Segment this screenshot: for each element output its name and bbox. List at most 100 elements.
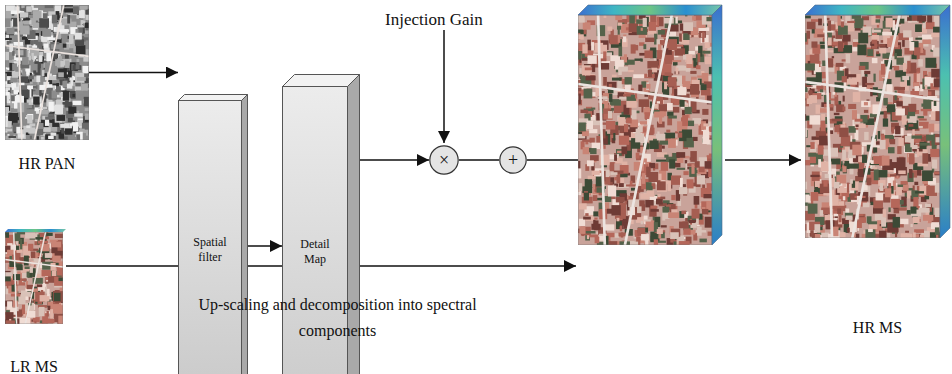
- image-ground: [805, 15, 940, 238]
- image-texel: [608, 186, 616, 197]
- image-texel: [677, 45, 683, 47]
- image-texel: [592, 143, 601, 149]
- image-texel: [611, 205, 620, 215]
- image-texel: [55, 105, 63, 115]
- image-texel: [696, 65, 700, 69]
- image-texel: [33, 97, 39, 105]
- image-texel: [579, 226, 585, 233]
- image-texel: [68, 107, 76, 114]
- image-texel: [582, 44, 587, 53]
- image-texel: [635, 133, 644, 142]
- image-texel: [668, 212, 679, 218]
- image-texel: [694, 196, 700, 205]
- image-texel: [671, 195, 675, 200]
- image-texel: [623, 36, 626, 42]
- image-texel: [702, 184, 705, 188]
- satellite-images: [2, 2, 950, 329]
- image-texel: [702, 109, 708, 115]
- image-texel: [621, 146, 627, 154]
- image-texel: [583, 22, 591, 29]
- image-texel: [29, 123, 35, 126]
- image-texel: [584, 89, 593, 99]
- image-texel: [643, 44, 646, 49]
- image-texel: [85, 108, 89, 111]
- image-texel: [5, 129, 12, 132]
- image-texel: [23, 21, 31, 25]
- image-texel: [873, 74, 875, 82]
- street-line: [5, 260, 63, 267]
- image-texel: [639, 125, 643, 132]
- image-texel: [29, 20, 31, 24]
- image-texel: [595, 237, 600, 244]
- street-line: [25, 232, 45, 324]
- image-texel: [646, 84, 650, 89]
- image-texel: [33, 82, 38, 89]
- image-texel: [578, 51, 581, 59]
- image-texel: [660, 197, 665, 200]
- image-texel: [22, 305, 25, 314]
- image-texel: [618, 46, 622, 56]
- image-texel: [649, 140, 658, 149]
- image-texel: [5, 117, 8, 126]
- image-texel: [841, 192, 850, 201]
- image-texel: [588, 176, 596, 180]
- image-texel: [661, 225, 667, 227]
- image-texel: [30, 136, 32, 139]
- image-texel: [698, 53, 701, 62]
- image-texel: [42, 270, 52, 276]
- image-texel: [56, 86, 61, 92]
- image-texel: [637, 206, 642, 213]
- image-texel: [9, 136, 17, 138]
- street-line: [578, 84, 712, 102]
- image-texel: [690, 84, 699, 95]
- image-texel: [76, 15, 79, 19]
- image-texel: [48, 136, 54, 139]
- image-texel: [626, 101, 636, 108]
- image-texel: [705, 42, 710, 48]
- image-texel: [641, 28, 643, 31]
- image-texel: [618, 68, 622, 75]
- image-texel: [658, 44, 662, 50]
- image-border: [578, 15, 712, 245]
- image-texel: [46, 52, 51, 61]
- image-texel: [6, 28, 14, 34]
- street-line: [14, 232, 17, 324]
- image-texel: [39, 55, 43, 62]
- image-texel: [60, 29, 70, 32]
- image-texel: [68, 71, 72, 78]
- image-texel: [73, 125, 78, 132]
- image-texel: [705, 161, 712, 169]
- image-texel: [641, 106, 643, 112]
- image-texel: [46, 311, 48, 317]
- image-texel: [83, 57, 89, 62]
- image-texel: [5, 232, 9, 238]
- image-texel: [63, 44, 67, 48]
- image-texel: [708, 168, 712, 177]
- image-texel: [613, 133, 615, 140]
- image-texel: [646, 182, 652, 189]
- image-texel: [6, 320, 15, 324]
- image-texel: [65, 55, 69, 59]
- image-texel: [85, 23, 89, 28]
- image-texel: [585, 213, 588, 216]
- image-texel: [667, 112, 673, 116]
- image-texel: [58, 316, 63, 324]
- image-texel: [58, 72, 64, 77]
- image-texel: [650, 15, 656, 22]
- image-texel: [29, 15, 34, 18]
- image-texel: [41, 137, 44, 140]
- image-texel: [73, 101, 82, 105]
- street-line: [5, 46, 89, 57]
- image-texel: [16, 127, 20, 134]
- image-texel: [579, 183, 583, 191]
- image-texel: [619, 136, 629, 145]
- image-texel: [658, 30, 665, 35]
- image-texel: [9, 44, 13, 53]
- image-texel: [657, 229, 663, 234]
- image-texel: [690, 157, 694, 160]
- image-texel: [685, 160, 687, 163]
- image-texel: [591, 108, 595, 110]
- image-texel: [629, 23, 638, 32]
- image-texel: [677, 158, 684, 163]
- image-texel: [22, 273, 27, 282]
